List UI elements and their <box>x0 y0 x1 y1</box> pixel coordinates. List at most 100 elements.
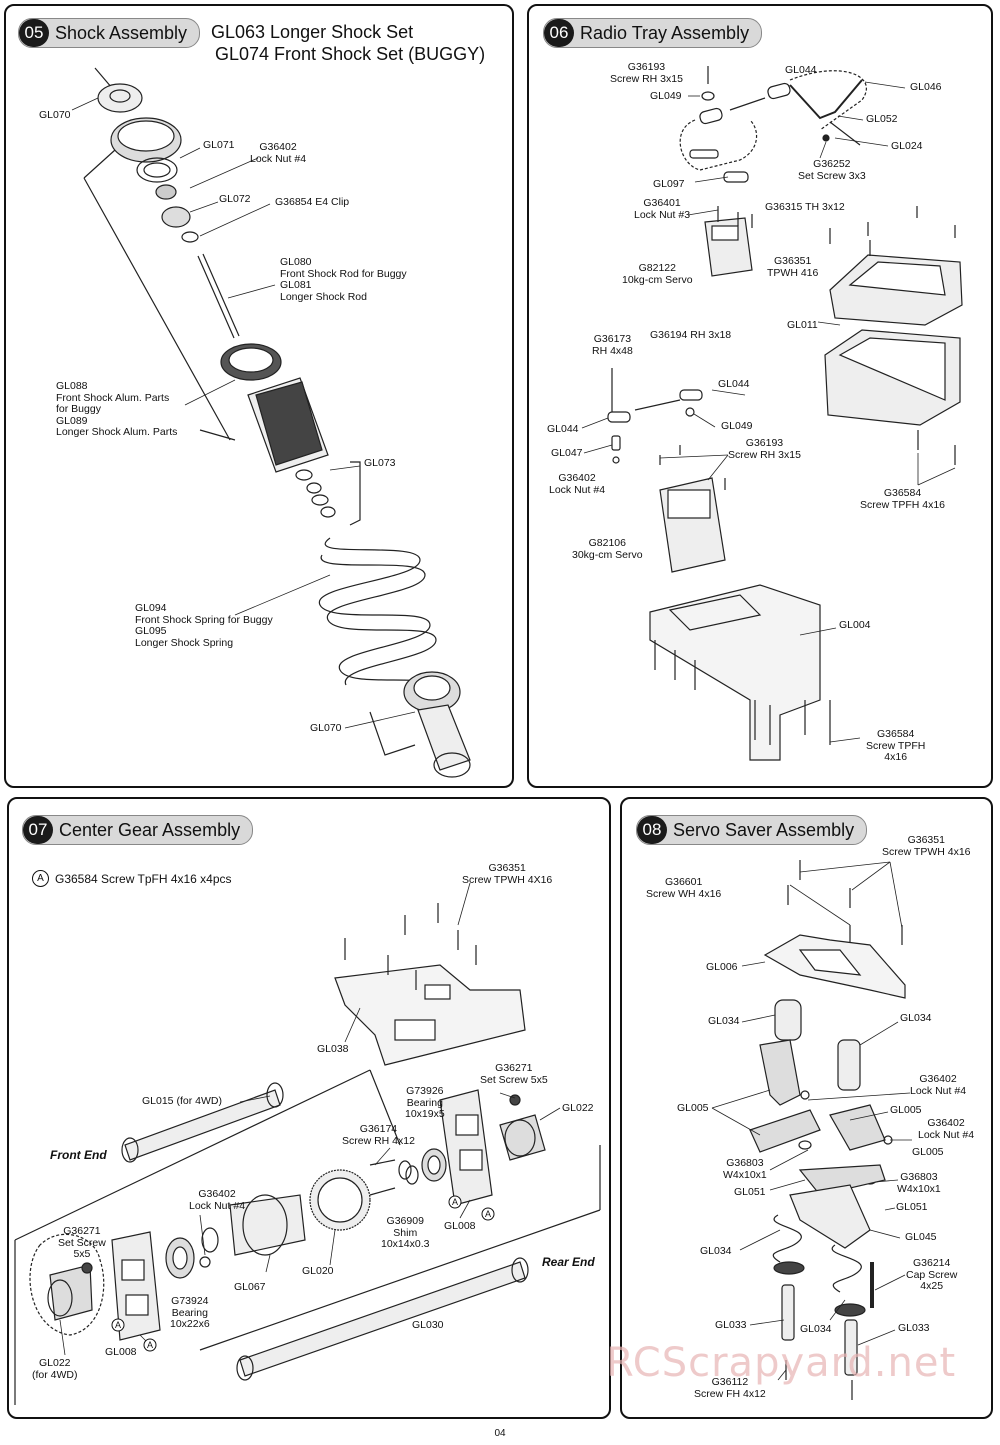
svg-text:A: A <box>147 1340 153 1350</box>
part-label: GL033 <box>715 1319 747 1331</box>
part-label: GL097 <box>653 178 685 190</box>
part-label: GL034 <box>900 1012 932 1024</box>
center-gear-drawing <box>14 903 601 1405</box>
part-label: G36402 Lock Nut #4 <box>250 141 307 165</box>
shock-set-title-2: GL074 Front Shock Set (BUGGY) <box>215 44 486 64</box>
part-label: GL067 <box>234 1281 266 1293</box>
part-label: G36402 Lock Nut #4 <box>910 1073 967 1097</box>
part-label: G82122 10kg-cm Servo <box>622 262 693 286</box>
part-label: GL005 <box>677 1102 709 1114</box>
part-label: GL044 <box>547 423 579 435</box>
part-label: GL004 <box>839 619 871 631</box>
part-label: GL015 (for 4WD) <box>142 1095 222 1107</box>
part-label: G73926 Bearing 10x19x5 <box>405 1085 445 1120</box>
part-label: GL046 <box>910 81 942 93</box>
part-label: GL008 <box>444 1220 476 1232</box>
part-label: GL094 Front Shock Spring for Buggy GL095… <box>135 602 273 649</box>
part-label: GL006 <box>706 961 738 973</box>
part-label: GL030 <box>412 1319 444 1331</box>
part-label: G36194 RH 3x18 <box>650 329 732 341</box>
part-label: G36803 W4x10x1 <box>897 1171 941 1195</box>
part-label: GL080 Front Shock Rod for Buggy GL081 Lo… <box>280 256 407 303</box>
part-label: G36112 Screw FH 4x12 <box>694 1376 766 1400</box>
part-label: G36271 Set Screw 5x5 <box>58 1225 106 1260</box>
part-label: GL033 <box>898 1322 930 1334</box>
svg-text:A: A <box>115 1320 121 1330</box>
section-number: 08 <box>637 816 667 844</box>
part-label: G36803 W4x10x1 <box>723 1157 767 1181</box>
part-label: G36271 Set Screw 5x5 <box>480 1062 548 1086</box>
front-end-label: Front End <box>50 1148 107 1162</box>
svg-text:A: A <box>452 1197 458 1207</box>
panel-center-gear-assembly <box>7 797 611 1419</box>
servo-saver-drawing <box>749 860 906 1400</box>
panel-servo-saver-assembly <box>620 797 993 1419</box>
shock-set-title-1: GL063 Longer Shock Set <box>211 22 414 42</box>
part-label: G36584 Screw TPFH 4x16 <box>860 487 945 511</box>
part-label: GL045 <box>905 1231 937 1243</box>
part-label: G36584 Screw TPFH 4x16 <box>866 728 926 763</box>
part-label: GL024 <box>891 140 923 152</box>
part-label: G36315 TH 3x12 <box>765 201 845 213</box>
part-label: G36402 Lock Nut #4 <box>918 1117 975 1141</box>
part-label: GL034 <box>708 1015 740 1027</box>
part-label: G36402 Lock Nut #4 <box>189 1188 246 1212</box>
part-label: GL073 <box>364 457 396 469</box>
part-label: GL049 <box>650 90 682 102</box>
part-label: G36351 Screw TPWH 4X16 <box>462 862 553 886</box>
part-label: GL022 <box>562 1102 594 1114</box>
part-label: G36854 E4 Clip <box>275 196 350 208</box>
section-number: 05 <box>19 19 49 47</box>
part-label: G36252 Set Screw 3x3 <box>798 158 866 182</box>
part-label: GL034 <box>800 1323 832 1335</box>
screw-note: A G36584 Screw TpFH 4x16 x4pcs <box>32 870 232 887</box>
svg-text:A: A <box>485 1209 491 1219</box>
part-label: G36351 Screw TPWH 4x16 <box>882 834 971 858</box>
part-label: GL044 <box>718 378 750 390</box>
part-label: GL070 <box>39 109 71 121</box>
part-label: GL051 <box>896 1201 928 1213</box>
section-title: Radio Tray Assembly <box>580 22 750 43</box>
part-label: GL008 <box>105 1346 137 1358</box>
section-number: 07 <box>23 816 53 844</box>
leader-lines <box>59 81 956 1381</box>
part-label: GL071 <box>203 139 235 151</box>
part-label: G36173 RH 4x48 <box>592 333 633 357</box>
part-label: G36174 Screw RH 4x12 <box>342 1123 415 1147</box>
part-label: G73924 Bearing 10x22x6 <box>170 1295 210 1330</box>
section-title: Servo Saver Assembly <box>673 819 855 840</box>
radio-tray-drawing <box>607 66 963 761</box>
part-label: GL005 <box>912 1146 944 1158</box>
rear-end-label: Rear End <box>542 1255 595 1269</box>
part-label: GL020 <box>302 1265 334 1277</box>
screw-note-text: G36584 Screw TpFH 4x16 x4pcs <box>55 871 232 886</box>
part-label: GL047 <box>551 447 583 459</box>
section-number: 06 <box>544 19 574 47</box>
part-label: GL049 <box>721 420 753 432</box>
section-title: Shock Assembly <box>55 22 188 43</box>
section-07-header: 07 Center Gear Assembly <box>22 815 254 845</box>
marker-a: A <box>32 870 49 887</box>
part-label: GL005 <box>890 1104 922 1116</box>
part-label: GL044 <box>785 64 817 76</box>
part-label: G36193 Screw RH 3x15 <box>728 437 801 461</box>
part-label: G36351 TPWH 416 <box>767 255 819 279</box>
shock-assembly-drawing <box>83 67 471 778</box>
watermark: RCScrapyard.net <box>606 1340 957 1386</box>
part-label: G36909 Shim 10x14x0.3 <box>381 1215 430 1250</box>
part-label: GL034 <box>700 1245 732 1257</box>
section-05-header: 05 Shock Assembly <box>18 18 201 48</box>
page-number: 04 <box>494 1428 506 1439</box>
section-06-header: 06 Radio Tray Assembly <box>543 18 763 48</box>
part-label: G36214 Cap Screw 4x25 <box>906 1257 958 1292</box>
part-label: GL072 <box>219 193 251 205</box>
section-08-header: 08 Servo Saver Assembly <box>636 815 868 845</box>
part-label: G82106 30kg-cm Servo <box>572 537 643 561</box>
section-title: Center Gear Assembly <box>59 819 241 840</box>
part-label: G36601 Screw WH 4x16 <box>646 876 722 900</box>
part-label: GL038 <box>317 1043 349 1055</box>
part-label: GL022 (for 4WD) <box>32 1357 78 1381</box>
part-label: G36401 Lock Nut #3 <box>634 197 691 221</box>
part-label: G36402 Lock Nut #4 <box>549 472 606 496</box>
